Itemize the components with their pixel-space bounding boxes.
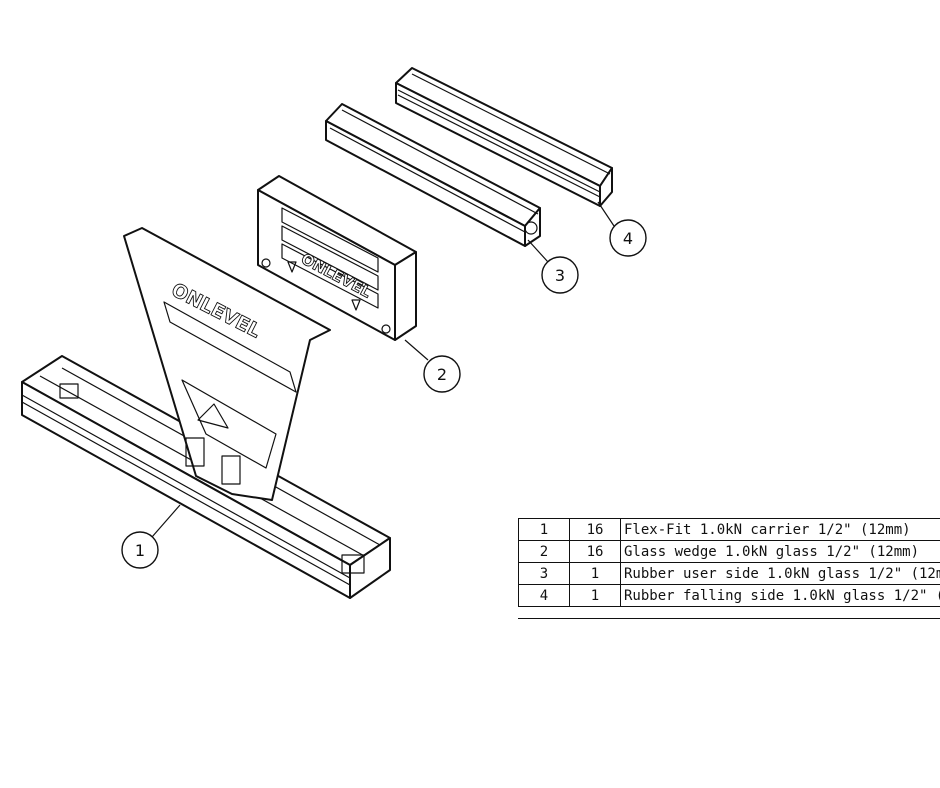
table-row: 1 16 Flex-Fit 1.0kN carrier 1/2" (12mm) [518,518,940,541]
svg-text:4: 4 [623,229,633,248]
bom-qty: 16 [569,518,621,541]
bill-of-materials-table: 1 16 Flex-Fit 1.0kN carrier 1/2" (12mm) … [518,518,940,607]
bom-description: Rubber user side 1.0kN glass 1/2" (12mm) [620,562,940,585]
table-row: 2 16 Glass wedge 1.0kN glass 1/2" (12mm) [518,540,940,563]
bom-qty: 16 [569,540,621,563]
table-bottom-rule [518,618,940,619]
balloon-1: 1 [121,504,181,569]
balloon-4: 4 [597,201,647,257]
bom-pos: 1 [518,518,570,541]
part-1-carrier: ONLEVEL [21,227,391,599]
part-3-rubber-user-side [325,103,541,247]
bore-hole [524,221,538,235]
part-2-glass-wedge: ONLEVEL [257,175,417,341]
bom-pos: 4 [518,584,570,607]
bom-pos: 2 [518,540,570,563]
svg-text:1: 1 [135,541,145,560]
bom-qty: 1 [569,584,621,607]
bom-description: Glass wedge 1.0kN glass 1/2" (12mm) [620,540,940,563]
table-row: 3 1 Rubber user side 1.0kN glass 1/2" (1… [518,562,940,585]
bom-pos: 3 [518,562,570,585]
table-row: 4 1 Rubber falling side 1.0kN glass 1/2"… [518,584,940,607]
balloon-2: 2 [404,339,461,393]
svg-text:3: 3 [555,266,565,285]
bom-description: Rubber falling side 1.0kN glass 1/2" (12… [620,584,940,607]
balloon-3: 3 [527,239,579,294]
bom-qty: 1 [569,562,621,585]
bom-description: Flex-Fit 1.0kN carrier 1/2" (12mm) [620,518,940,541]
svg-text:2: 2 [437,365,447,384]
